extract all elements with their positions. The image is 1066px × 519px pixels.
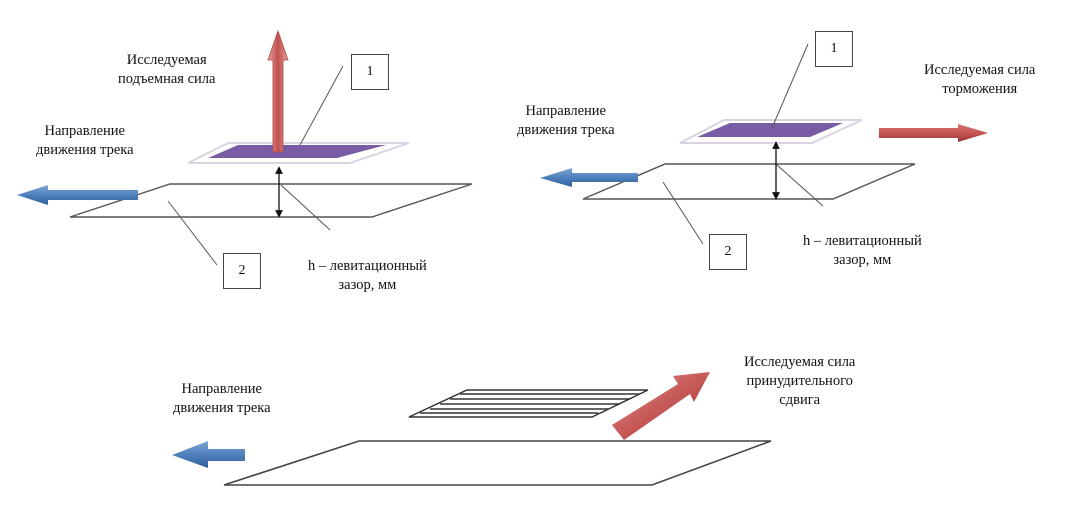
label-line: Направление (44, 123, 125, 139)
leader-line-h (776, 164, 824, 207)
track-direction-arrow (172, 441, 245, 468)
striped-plate (408, 389, 649, 418)
panel-lift (17, 29, 473, 266)
label-line: зазор, мм (833, 252, 892, 268)
gap-label: h – левитационный зазор, мм (308, 257, 427, 295)
marker-1: 1 (815, 31, 853, 67)
gap-label: h – левитационный зазор, мм (803, 232, 922, 270)
label-line: Направление (525, 103, 606, 119)
leader-line-h (280, 184, 331, 231)
label-line: подъемная сила (118, 71, 216, 87)
label-line: h – левитационный (308, 258, 427, 274)
marker-1: 1 (351, 54, 389, 90)
track-plate (582, 163, 916, 200)
marker-2: 2 (709, 234, 747, 270)
track-direction-arrow (17, 185, 138, 205)
direction-label: Направление движения трека (173, 380, 271, 418)
leader-line-1 (771, 43, 809, 129)
panel-drag (540, 43, 988, 245)
shear-force-label: Исследуемая сила принудительного сдвига (744, 353, 855, 410)
label-line: движения трека (517, 122, 615, 138)
label-line: принудительного (746, 373, 853, 389)
drag-force-arrow (879, 124, 988, 142)
track-plate (69, 183, 473, 218)
label-line: сдвига (779, 392, 821, 408)
direction-label: Направление движения трека (36, 122, 134, 160)
drag-force-label: Исследуемая сила торможения (924, 61, 1035, 99)
shear-force-arrow (612, 372, 710, 440)
marker-2: 2 (223, 253, 261, 289)
track-direction-arrow (540, 168, 638, 187)
panel-shear (172, 372, 772, 486)
leader-line-2 (167, 200, 218, 266)
leader-line-2 (662, 181, 704, 245)
label-line: Исследуемая (126, 52, 207, 68)
magnet-plate (208, 145, 386, 158)
leader-line-1 (299, 65, 344, 146)
label-line: движения трека (173, 400, 271, 416)
lift-force-label: Исследуемая подъемная сила (118, 51, 215, 89)
label-line: h – левитационный (803, 233, 922, 249)
label-line: торможения (942, 81, 1018, 97)
label-line: Исследуемая сила (924, 62, 1036, 78)
label-line: Направление (181, 381, 262, 397)
magnet-plate (697, 123, 843, 137)
lift-force-arrow (267, 29, 289, 153)
direction-label: Направление движения трека (517, 102, 615, 140)
label-line: Исследуемая сила (744, 354, 856, 370)
label-line: зазор, мм (338, 277, 397, 293)
track-plate (223, 440, 772, 486)
label-line: движения трека (36, 142, 134, 158)
